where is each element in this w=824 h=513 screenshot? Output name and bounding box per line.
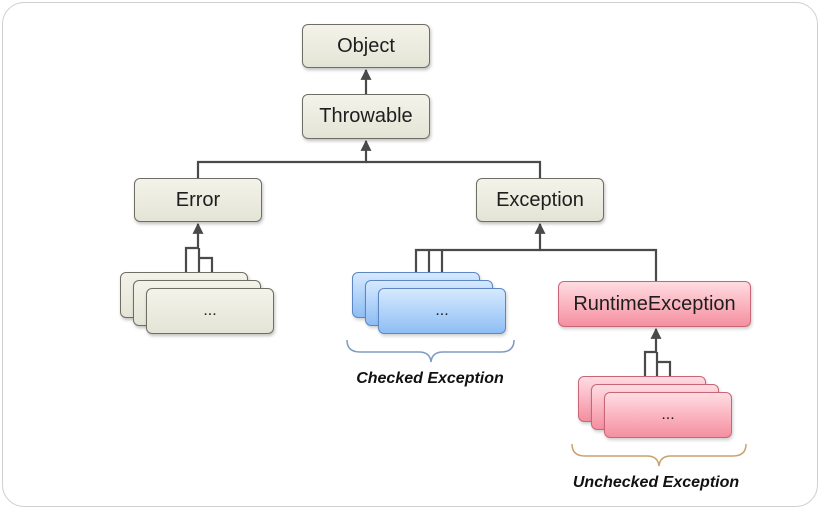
error-node: Error (134, 178, 262, 222)
checked-subclasses-label: ... (435, 302, 449, 319)
error-label: Error (175, 188, 221, 211)
object-label: Object (337, 34, 395, 57)
connector-error-throwable (196, 139, 372, 178)
error-subclasses-label: ... (203, 302, 217, 319)
exception-node: Exception (476, 178, 604, 222)
unchecked-exception-caption: Unchecked Exception (572, 474, 740, 491)
checked-subclass-card: ... (378, 288, 506, 334)
runtime-exception-node: RuntimeException (558, 281, 751, 327)
connector-unchecked-sub-1 (643, 327, 662, 376)
unchecked-subclasses-label: ... (661, 406, 675, 423)
connector-runtime-exception (540, 248, 658, 281)
connector-checked-sub-1 (414, 222, 546, 272)
object-node: Object (302, 24, 430, 68)
runtime-exception-label: RuntimeException (573, 292, 736, 315)
error-subclass-card: ... (146, 288, 274, 334)
connector-error-sub-1 (184, 222, 204, 272)
unchecked-subclass-card: ... (604, 392, 732, 438)
throwable-node: Throwable (302, 94, 430, 139)
checked-exception-caption: Checked Exception (356, 370, 504, 387)
checked-brace (346, 339, 515, 363)
throwable-label: Throwable (319, 105, 413, 127)
connector-exception-throwable (366, 160, 542, 178)
unchecked-brace (571, 443, 747, 467)
exception-label: Exception (496, 188, 584, 211)
